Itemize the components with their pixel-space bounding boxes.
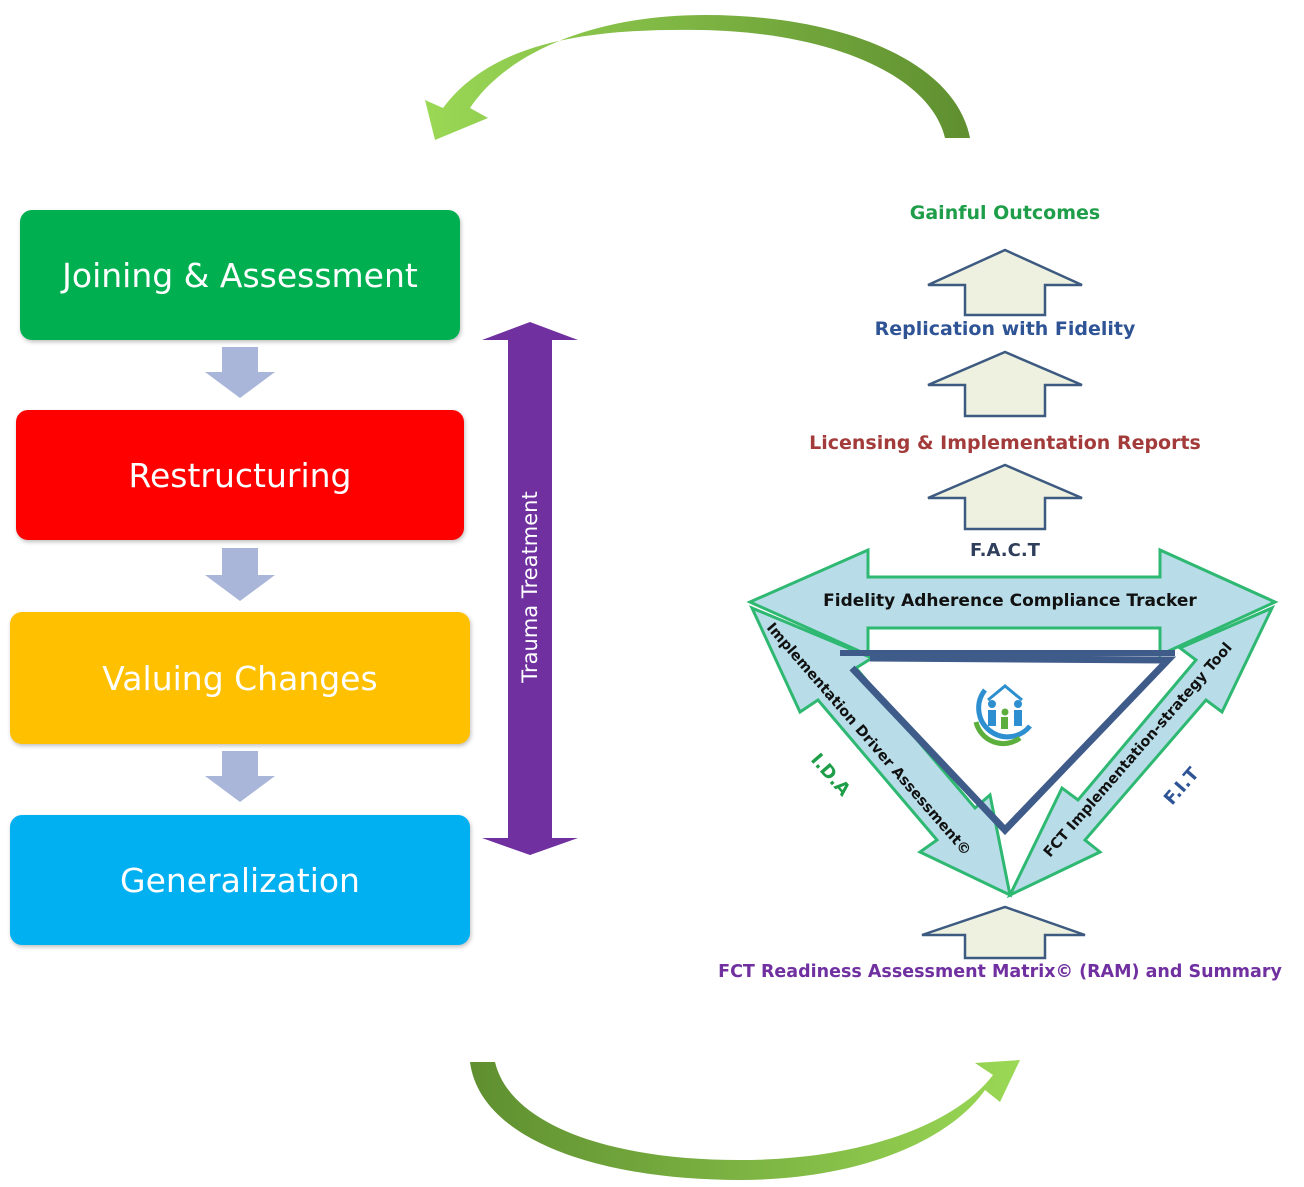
down-arrow-3	[205, 751, 275, 802]
trauma-treatment-label: Trauma Treatment	[518, 491, 542, 683]
fact-double-arrow	[746, 547, 1279, 658]
phase-label: Restructuring	[128, 455, 352, 495]
fit-arrow-label: FCT Implementation-strategy Tool	[1041, 640, 1236, 861]
fit-abbr: F.I.T	[1160, 763, 1204, 809]
cycle-arrow-bottom	[470, 1060, 1020, 1180]
phase-label: Joining & Assessment	[62, 255, 418, 295]
fact-arrow-label: Fidelity Adherence Compliance Tracker	[823, 591, 1197, 611]
fact-label: F.A.C.T	[970, 540, 1040, 561]
replication-label: Replication with Fidelity	[874, 318, 1136, 340]
ida-abbr: I.D.A	[806, 750, 854, 801]
cycle-arrow-top	[425, 15, 970, 140]
family-logo-icon	[973, 684, 1032, 747]
down-arrow-1	[205, 347, 275, 398]
up-arrow-3	[927, 463, 1083, 531]
phase-label: Generalization	[120, 860, 360, 900]
ram-label: FCT Readiness Assessment Matrix© (RAM) a…	[718, 962, 1282, 982]
down-arrow-2	[205, 548, 275, 601]
up-arrow-2	[927, 350, 1083, 418]
inner-triangle	[849, 654, 1177, 836]
up-arrow-1	[927, 248, 1083, 317]
phase-generalization: Generalization	[10, 815, 470, 945]
phase-valuing-changes: Valuing Changes	[10, 612, 470, 744]
phase-joining-assessment: Joining & Assessment	[20, 210, 460, 340]
trauma-arrow	[482, 322, 578, 855]
up-arrow-4	[921, 905, 1086, 960]
phase-label: Valuing Changes	[102, 658, 378, 698]
fit-arrow	[1006, 605, 1276, 899]
licensing-label: Licensing & Implementation Reports	[809, 432, 1201, 454]
gainful-outcomes-label: Gainful Outcomes	[909, 202, 1101, 224]
phase-restructuring: Restructuring	[16, 410, 464, 540]
